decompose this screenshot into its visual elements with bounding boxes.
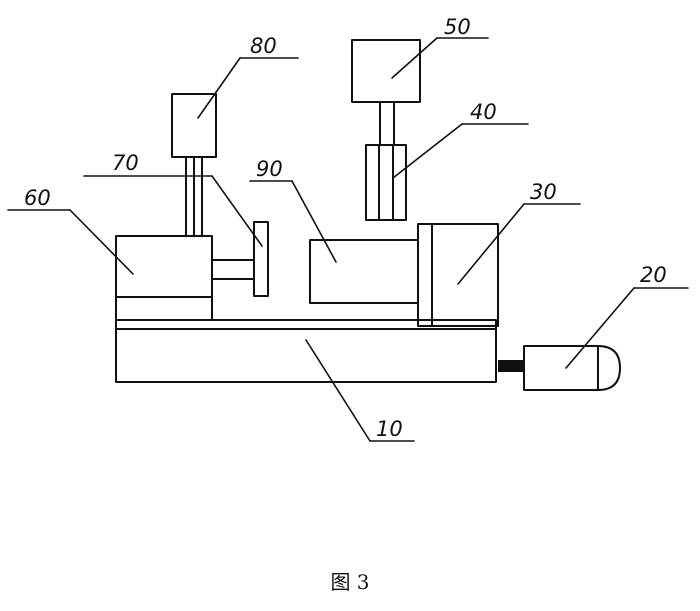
label-60: 60 bbox=[7, 186, 134, 275]
label-30: 30 bbox=[457, 180, 581, 285]
shaft-horizontal bbox=[211, 259, 255, 280]
figure-caption: 图 3 bbox=[330, 570, 370, 594]
label-90: 90 bbox=[249, 157, 337, 263]
coupling bbox=[498, 360, 524, 372]
label-20-text: 20 bbox=[640, 263, 667, 287]
block-40 bbox=[365, 144, 407, 221]
disc-70 bbox=[253, 221, 269, 297]
label-70: 70 bbox=[83, 151, 263, 247]
label-10-text: 10 bbox=[376, 417, 403, 441]
label-60-text: 60 bbox=[24, 186, 51, 210]
block-30 bbox=[417, 223, 499, 327]
block-50 bbox=[351, 39, 421, 103]
label-10: 10 bbox=[305, 339, 415, 442]
base-10 bbox=[115, 319, 497, 383]
label-40: 40 bbox=[392, 100, 529, 179]
label-50: 50 bbox=[391, 15, 489, 79]
rods-50 bbox=[379, 101, 395, 146]
rods-80 bbox=[185, 156, 203, 237]
label-80-text: 80 bbox=[250, 34, 277, 58]
label-70-text: 70 bbox=[112, 151, 139, 175]
label-30-text: 30 bbox=[530, 180, 557, 204]
label-90-text: 90 bbox=[256, 157, 283, 181]
block-90 bbox=[309, 239, 419, 304]
label-20: 20 bbox=[565, 263, 689, 369]
label-50-text: 50 bbox=[444, 15, 471, 39]
block-80 bbox=[171, 93, 217, 158]
label-40-text: 40 bbox=[470, 100, 497, 124]
motor-20 bbox=[523, 345, 621, 391]
block-60 bbox=[115, 235, 213, 321]
label-80: 80 bbox=[197, 34, 299, 119]
